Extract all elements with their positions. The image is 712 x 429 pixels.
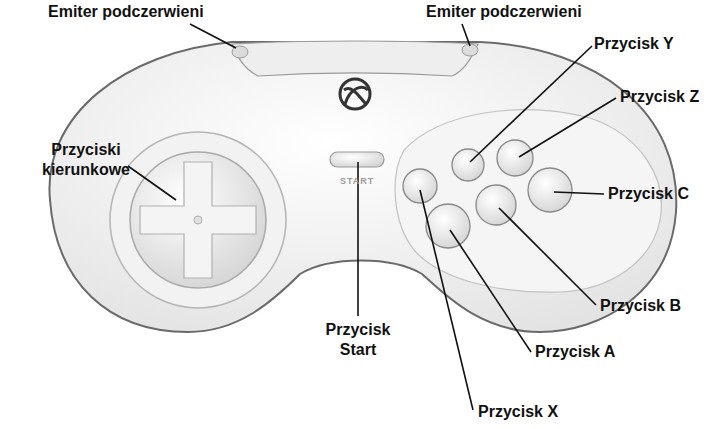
part-label: Przycisk X bbox=[478, 402, 558, 422]
leader-lines bbox=[128, 24, 616, 410]
part-label: Przycisk Z bbox=[620, 87, 699, 107]
part-label: Przycisk A bbox=[535, 342, 615, 362]
part-label: Przycisk B bbox=[600, 296, 681, 316]
start-button bbox=[330, 152, 384, 167]
dpad-ring bbox=[110, 132, 286, 308]
face-buttons bbox=[403, 140, 572, 248]
part-label: Przycisk Start bbox=[310, 320, 406, 360]
part-label: START bbox=[340, 176, 374, 187]
part-label: Przycisk Y bbox=[594, 34, 674, 54]
controller-body bbox=[49, 42, 676, 332]
part-label: Emiter podczerwieni bbox=[48, 2, 204, 22]
top-band bbox=[232, 41, 478, 76]
part-label: Przycisk C bbox=[608, 184, 689, 204]
part-label: Emiter podczerwieni bbox=[426, 2, 582, 22]
logo bbox=[340, 79, 370, 109]
dpad-plate bbox=[130, 152, 266, 288]
part-label: Przyciski kierunkowe bbox=[34, 140, 138, 180]
dpad-cross bbox=[140, 162, 256, 278]
